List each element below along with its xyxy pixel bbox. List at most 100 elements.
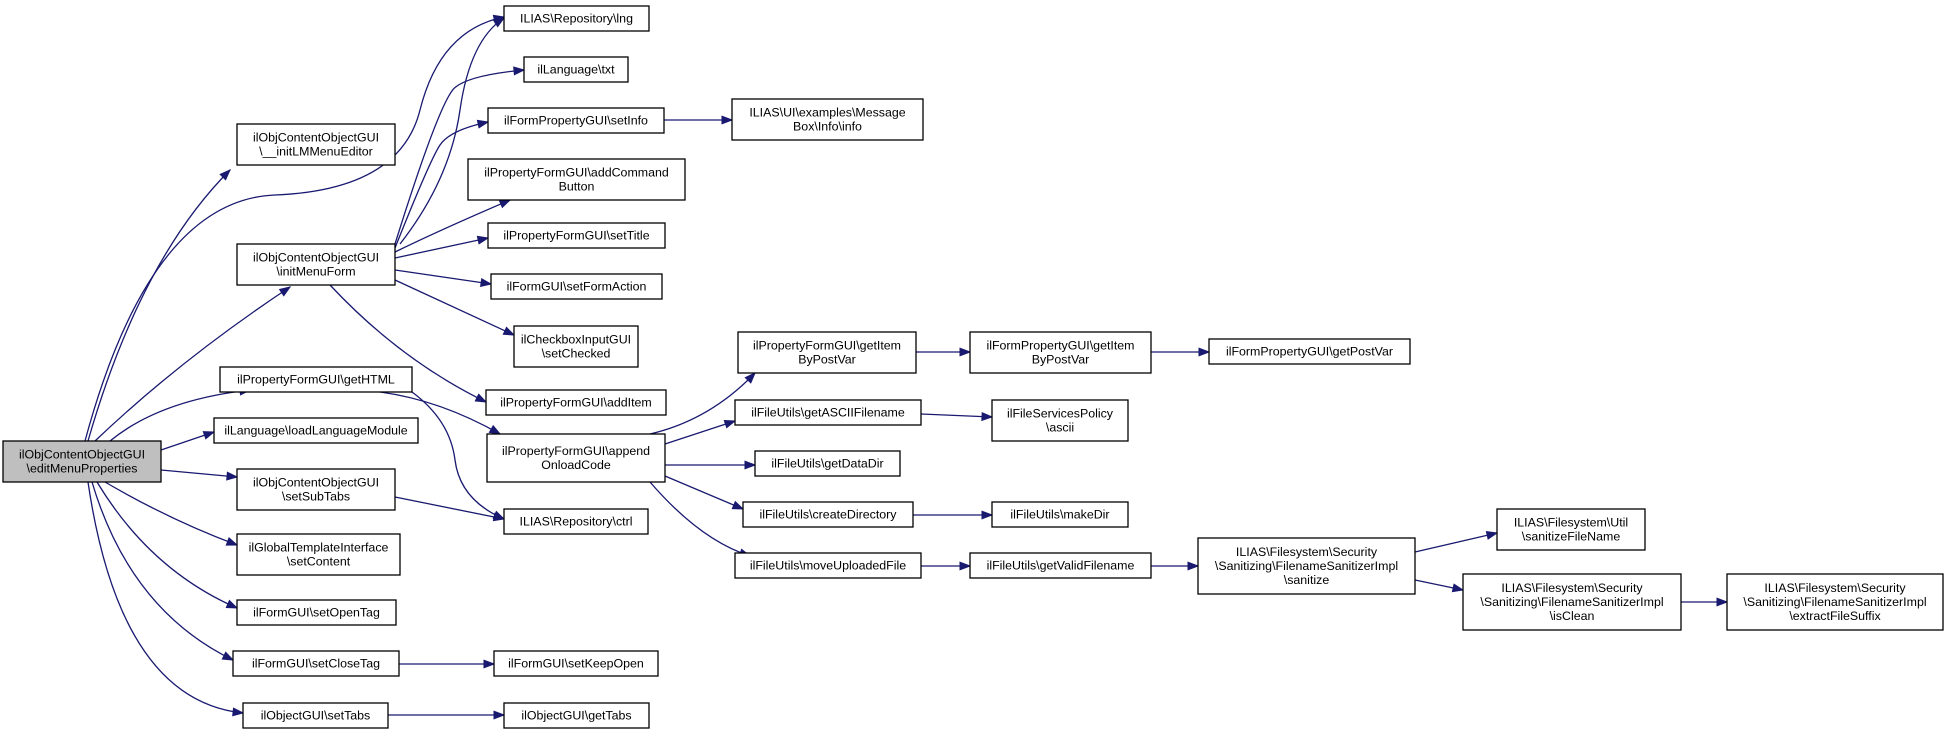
call-edge-pfGetItemByPostVar-to-fpGetItemByPostVar: [916, 347, 972, 357]
node-label-line: \isClean: [1550, 609, 1595, 623]
node-box: [236, 599, 397, 626]
node-loadLanguageModule: ilLanguage\loadLanguageModule: [213, 417, 419, 444]
node-setFormAction: ilFormGUI\setFormAction: [490, 273, 663, 300]
node-label-line: \extractFileSuffix: [1789, 609, 1881, 623]
node-getValidFilename: ilFileUtils\getValidFilename: [969, 552, 1152, 579]
node-label-line: \initMenuForm: [276, 265, 355, 279]
node-label-line: ilFileUtils\makeDir: [1010, 508, 1109, 522]
node-box: [734, 552, 922, 579]
node-label-line: ilObjContentObjectGUI: [19, 448, 145, 462]
node-label-line: Box\Info\info: [793, 120, 862, 134]
node-label-line: ilPropertyFormGUI\addCommand: [484, 166, 669, 180]
node-initMenuForm: ilObjContentObjectGUI\initMenuForm: [236, 243, 396, 286]
node-box: [486, 433, 666, 483]
node-label-line: ILIAS\Filesystem\Security: [1236, 545, 1378, 559]
node-getDataDir: ilFileUtils\getDataDir: [754, 450, 901, 477]
node-label-line: ilFileUtils\getDataDir: [771, 457, 883, 471]
node-box: [731, 98, 924, 141]
call-edge-sanitize-to-sanitizeFileName: [1414, 531, 1499, 553]
node-label-line: ilPropertyFormGUI\addItem: [500, 396, 651, 410]
node-label-line: ilFileUtils\createDirectory: [759, 508, 897, 522]
call-edge-root-to-setTabs: [87, 481, 245, 717]
node-label-line: \ascii: [1046, 421, 1074, 435]
node-box: [503, 702, 650, 729]
node-box: [991, 399, 1129, 442]
node-label-line: ilGlobalTemplateInterface: [249, 541, 389, 555]
call-edge-root-to-initMenuForm: [94, 286, 292, 442]
node-box: [232, 650, 400, 677]
node-isClean: ILIAS\Filesystem\Security\Sanitizing\Fil…: [1462, 573, 1682, 631]
node-box: [467, 158, 686, 201]
node-setChecked: ilCheckboxInputGUI\setChecked: [513, 325, 639, 368]
node-initLMMenuEditor: ilObjContentObjectGUI\__initLMMenuEditor: [236, 123, 396, 166]
node-label-line: \editMenuProperties: [27, 462, 138, 476]
node-label-line: ByPostVar: [1032, 353, 1090, 367]
call-edge-root-to-setSubTabs: [160, 469, 239, 481]
node-label-line: \Sanitizing\FilenameSanitizerImpl: [1215, 559, 1398, 573]
node-label-line: ilFileUtils\moveUploadedFile: [750, 559, 906, 573]
node-extractFileSuffix: ILIAS\Filesystem\Security\Sanitizing\Fil…: [1726, 573, 1944, 631]
node-box: [1208, 338, 1411, 365]
node-box: [1496, 508, 1646, 551]
node-label-line: ILIAS\Filesystem\Security: [1501, 581, 1643, 595]
node-box: [513, 325, 639, 368]
call-edge-initMenuForm-to-setTitle: [394, 235, 490, 259]
node-label-line: OnloadCode: [541, 458, 611, 472]
node-label-line: ilFormGUI\setOpenTag: [253, 606, 380, 620]
node-getPostVar: ilFormPropertyGUI\getPostVar: [1208, 338, 1411, 365]
node-box: [485, 389, 667, 416]
node-box: [734, 399, 922, 426]
node-box: [1197, 537, 1416, 595]
node-label-line: Button: [559, 180, 595, 194]
call-edge-initMenuForm-to-addItem: [329, 284, 488, 403]
call-edge-appendOnloadCode-to-getASCIIFilename: [664, 419, 737, 445]
node-box: [490, 273, 663, 300]
node-box: [493, 650, 659, 677]
node-label-line: ByPostVar: [798, 353, 856, 367]
node-label-line: ilLanguage\txt: [537, 63, 615, 77]
node-box: [503, 5, 650, 32]
node-langTxt: ilLanguage\txt: [523, 56, 629, 83]
node-box: [1462, 573, 1682, 631]
node-box: [737, 331, 917, 374]
node-box: [236, 468, 396, 511]
call-edge-fpGetItemByPostVar-to-getPostVar: [1151, 347, 1211, 357]
call-edge-setTabs-to-getTabs: [388, 710, 506, 720]
call-edge-setInfo-to-msgBoxInfo: [664, 115, 734, 125]
node-label-line: ILIAS\Filesystem\Util: [1514, 516, 1628, 530]
node-box: [236, 243, 396, 286]
node-label-line: \setContent: [287, 555, 351, 569]
node-label-line: ilLanguage\loadLanguageModule: [224, 424, 407, 438]
node-label-line: ilPropertyFormGUI\append: [502, 444, 650, 458]
node-label-line: ilObjContentObjectGUI: [253, 476, 379, 490]
node-box: [742, 501, 914, 528]
node-makeDir: ilFileUtils\makeDir: [991, 501, 1129, 528]
node-label-line: \__initLMMenuEditor: [259, 145, 373, 159]
node-box: [991, 501, 1129, 528]
call-edge-moveUploadedFile-to-getValidFilename: [921, 561, 972, 571]
call-edge-sanitize-to-isClean: [1414, 579, 1465, 593]
node-repoLng: ILIAS\Repository\lng: [503, 5, 650, 32]
call-edge-createDirectory-to-makeDir: [913, 510, 994, 520]
call-edge-initMenuForm-to-repoLng: [399, 17, 506, 245]
node-label-line: ILIAS\Repository\lng: [520, 12, 633, 26]
node-label-line: ilFormPropertyGUI\getPostVar: [1226, 345, 1393, 359]
node-box: [503, 508, 649, 535]
node-moveUploadedFile: ilFileUtils\moveUploadedFile: [734, 552, 922, 579]
node-label-line: \Sanitizing\FilenameSanitizerImpl: [1480, 595, 1663, 609]
node-box: [754, 450, 901, 477]
call-edge-root-to-loadLanguageModule: [160, 431, 216, 451]
call-edge-initMenuForm-to-setChecked: [394, 279, 516, 336]
node-label-line: ilPropertyFormGUI\getItem: [753, 339, 901, 353]
node-label-line: ilPropertyFormGUI\getHTML: [237, 373, 395, 387]
node-pfGetHTML: ilPropertyFormGUI\getHTML: [219, 366, 413, 393]
call-edge-setSubTabs-to-repoCtrl: [394, 496, 506, 522]
node-box: [236, 123, 396, 166]
node-box: [487, 107, 665, 134]
node-label-line: ilObjContentObjectGUI: [253, 251, 379, 265]
call-edge-root-to-setContent: [104, 481, 239, 546]
call-edge-initMenuForm-to-langTxt: [394, 66, 526, 245]
